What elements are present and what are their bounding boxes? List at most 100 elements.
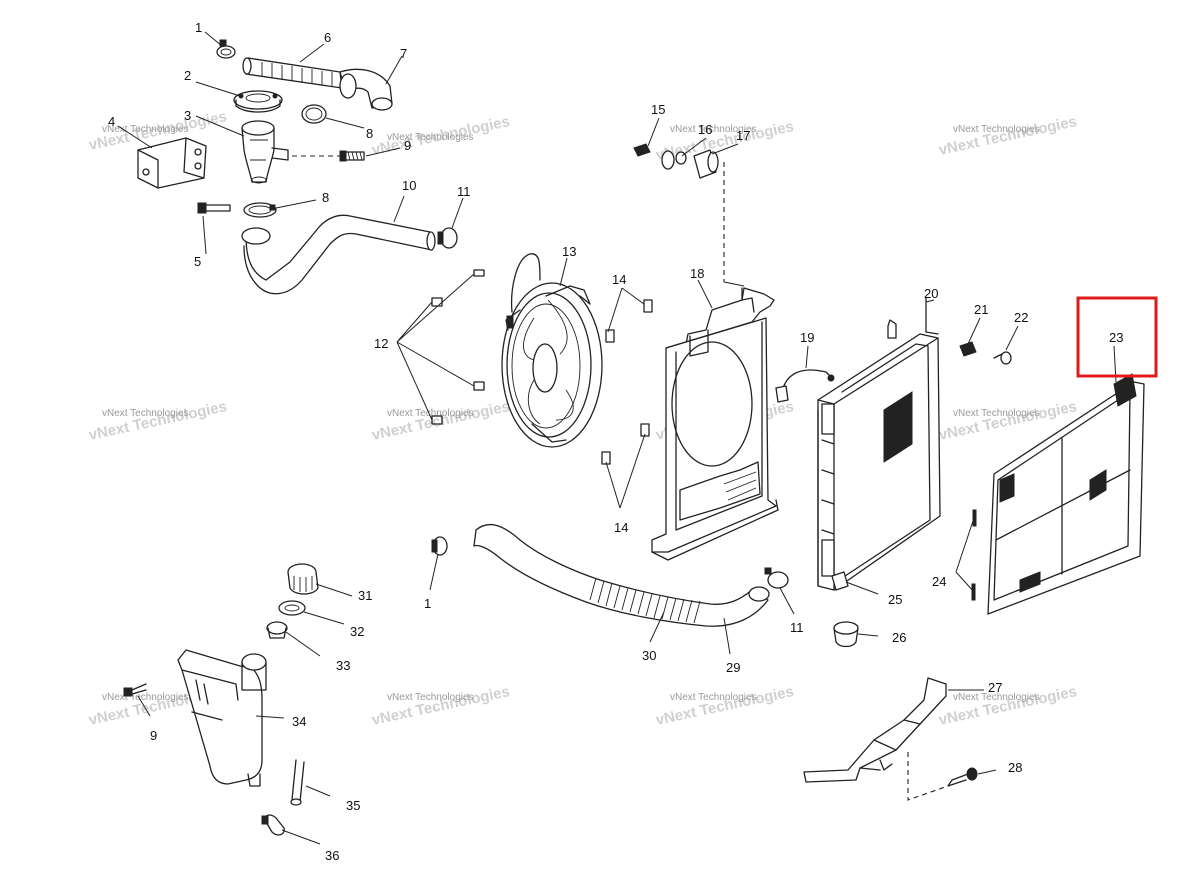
part-radiator-20[interactable] (817, 297, 941, 591)
part-sensor-19[interactable] (775, 369, 835, 403)
callout-8: 8 (366, 126, 373, 141)
part-clamp-8[interactable] (243, 202, 277, 218)
part-adapter-33[interactable] (266, 621, 288, 639)
callout-15: 15 (651, 102, 665, 117)
callout-31: 31 (358, 588, 372, 603)
watermark-small: vNext Technologies (102, 408, 189, 419)
part-tube-35[interactable] (290, 759, 305, 806)
part-nut-15[interactable] (633, 143, 651, 157)
part-screen-23[interactable] (987, 373, 1145, 615)
callout-14: 14 (614, 520, 628, 535)
part-screw-9[interactable] (339, 150, 365, 162)
callout-19: 19 (800, 330, 814, 345)
callout-1: 1 (424, 596, 431, 611)
watermark-small: vNext Technologies (387, 408, 474, 419)
part-clip-14[interactable] (605, 299, 653, 343)
callout-30: 30 (642, 648, 656, 663)
part-seal-32[interactable] (278, 600, 306, 616)
callout-35: 35 (346, 798, 360, 813)
callout-13: 13 (562, 244, 576, 259)
callout-22: 22 (1014, 310, 1028, 325)
part-clip-14[interactable] (601, 423, 650, 465)
callout-32: 32 (350, 624, 364, 639)
callout-36: 36 (325, 848, 339, 863)
callout-3: 3 (184, 108, 191, 123)
callout-24: 24 (932, 574, 946, 589)
callout-labels: 1 2 3 4 5 6 7 8 8 9 10 11 11 12 13 14 14… (108, 20, 1123, 863)
part-clamp-8[interactable] (301, 104, 327, 124)
callout-16: 16 (698, 122, 712, 137)
part-cap-31[interactable] (287, 563, 319, 595)
part-clamp-1[interactable] (216, 39, 236, 59)
watermark-small: vNext Technologies (387, 692, 474, 703)
part-pins-12[interactable] (431, 269, 485, 425)
callout-8: 8 (322, 190, 329, 205)
leader-line (723, 281, 745, 287)
callout-6: 6 (324, 30, 331, 45)
watermark-small: vNext Technologies (102, 692, 189, 703)
watermark-small: vNext Technologies (953, 408, 1040, 419)
callout-14: 14 (612, 272, 626, 287)
callout-27: 27 (988, 680, 1002, 695)
callout-5: 5 (194, 254, 201, 269)
highlight-box (1076, 296, 1158, 378)
callout-10: 10 (402, 178, 416, 193)
callout-25: 25 (888, 592, 902, 607)
part-fan-13[interactable] (501, 253, 603, 448)
part-bracket-4[interactable] (137, 137, 207, 189)
part-clamp-11[interactable] (437, 227, 458, 249)
callout-34: 34 (292, 714, 306, 729)
callout-7: 7 (400, 46, 407, 61)
callout-23: 23 (1109, 330, 1123, 345)
part-plug-26[interactable] (833, 621, 859, 648)
callout-2: 2 (184, 68, 191, 83)
watermark-big: vNext Technologies (87, 398, 228, 444)
part-clamp-1[interactable] (431, 536, 448, 556)
callout-29: 29 (726, 660, 740, 675)
part-reservoir-34[interactable] (177, 649, 267, 787)
part-elbow-7[interactable] (339, 68, 393, 111)
watermark-big: vNext Technologies (654, 683, 795, 729)
callout-28: 28 (1008, 760, 1022, 775)
callout-26: 26 (892, 630, 906, 645)
part-bracket-27[interactable] (803, 677, 947, 783)
part-nut-21[interactable] (959, 341, 977, 357)
part-screw-28[interactable] (947, 767, 978, 787)
leader-lines (117, 31, 1117, 845)
watermark-small: vNext Technologies (953, 692, 1040, 703)
callout-9: 9 (150, 728, 157, 743)
watermark-big: vNext Technologies (937, 113, 1078, 159)
watermark-small: vNext Technologies (953, 124, 1040, 135)
watermark-small: vNext Technologies (670, 124, 757, 135)
part-clamp-11[interactable] (764, 567, 789, 589)
watermark-big: vNext Technologies (370, 683, 511, 729)
watermark-small: vNext Technologies (387, 132, 474, 143)
callout-4: 4 (108, 114, 115, 129)
callout-20: 20 (924, 286, 938, 301)
part-radiator-cap-2[interactable] (233, 90, 283, 113)
callout-21: 21 (974, 302, 988, 317)
part-spacer-17[interactable] (693, 149, 719, 179)
part-bolt-5[interactable] (197, 202, 231, 214)
callout-12: 12 (374, 336, 388, 351)
part-fan-shroud-18[interactable] (651, 287, 779, 561)
callout-11: 11 (790, 620, 804, 635)
callout-9: 9 (404, 138, 411, 153)
part-hose-29[interactable] (473, 523, 770, 627)
callout-17: 17 (736, 128, 750, 143)
callout-1: 1 (195, 20, 202, 35)
watermark-big: vNext Technologies (370, 398, 511, 444)
part-screw-9[interactable] (123, 683, 147, 697)
watermark-small: vNext Technologies (102, 124, 189, 135)
watermark-small: vNext Technologies (670, 692, 757, 703)
callout-33: 33 (336, 658, 350, 673)
part-bolt-22[interactable] (993, 351, 1012, 365)
callout-18: 18 (690, 266, 704, 281)
leader-dash (907, 752, 949, 801)
part-clamp-36[interactable] (261, 814, 285, 836)
part-filler-neck-3[interactable] (241, 120, 289, 184)
callout-11: 11 (457, 184, 471, 199)
part-hose-10[interactable] (241, 214, 436, 295)
part-hose-6[interactable] (242, 57, 343, 89)
